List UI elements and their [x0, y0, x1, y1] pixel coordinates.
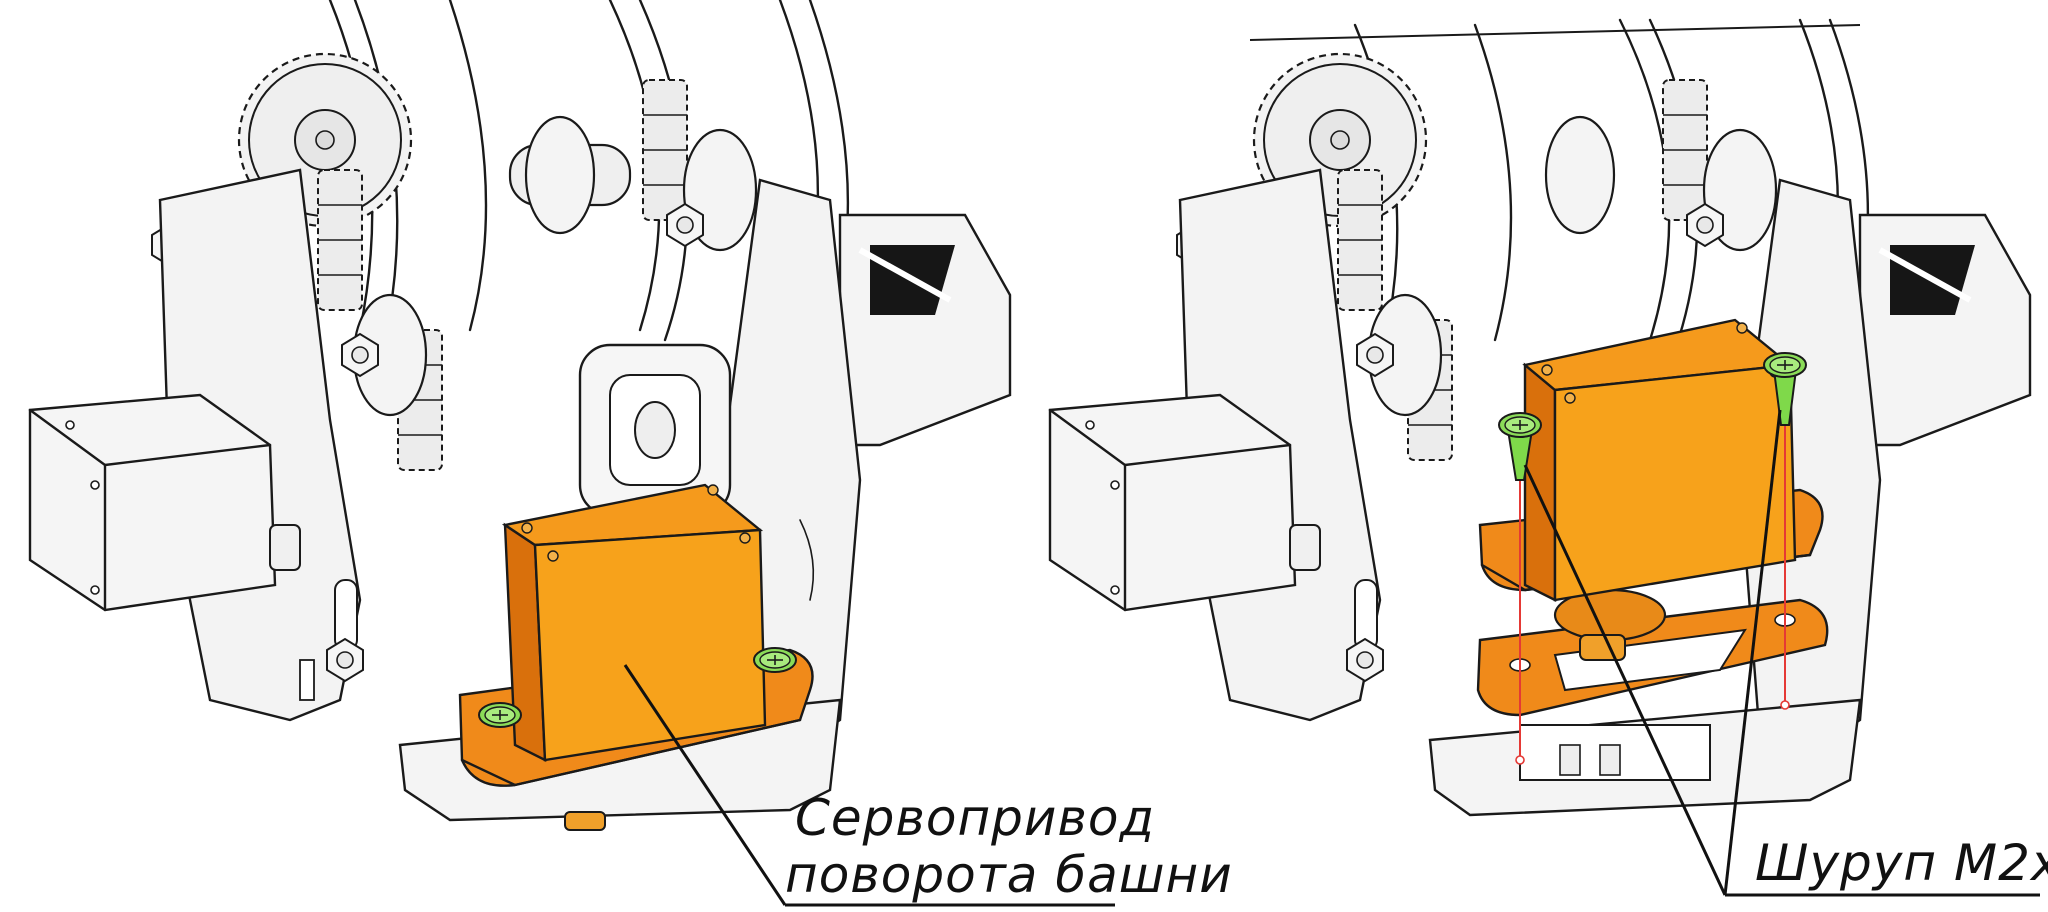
exploded-servo — [1478, 318, 1824, 661]
left-panel — [28, 0, 1012, 831]
screw-icon — [753, 647, 797, 673]
assembly-guide-lines — [1515, 395, 1790, 765]
callout-servo-line2: поворота башни — [785, 846, 1233, 904]
callout-screw: Шуруп М2х8 — [1755, 834, 2048, 892]
right-panel — [1048, 18, 2032, 817]
screw-icon — [478, 702, 522, 728]
turret-servo — [458, 483, 814, 831]
left-callout: Сервопривод поворота башни — [623, 664, 1233, 907]
right-callout: Шуруп М2х8 — [1523, 409, 2048, 897]
callout-servo-line1: Сервопривод — [795, 789, 1155, 847]
